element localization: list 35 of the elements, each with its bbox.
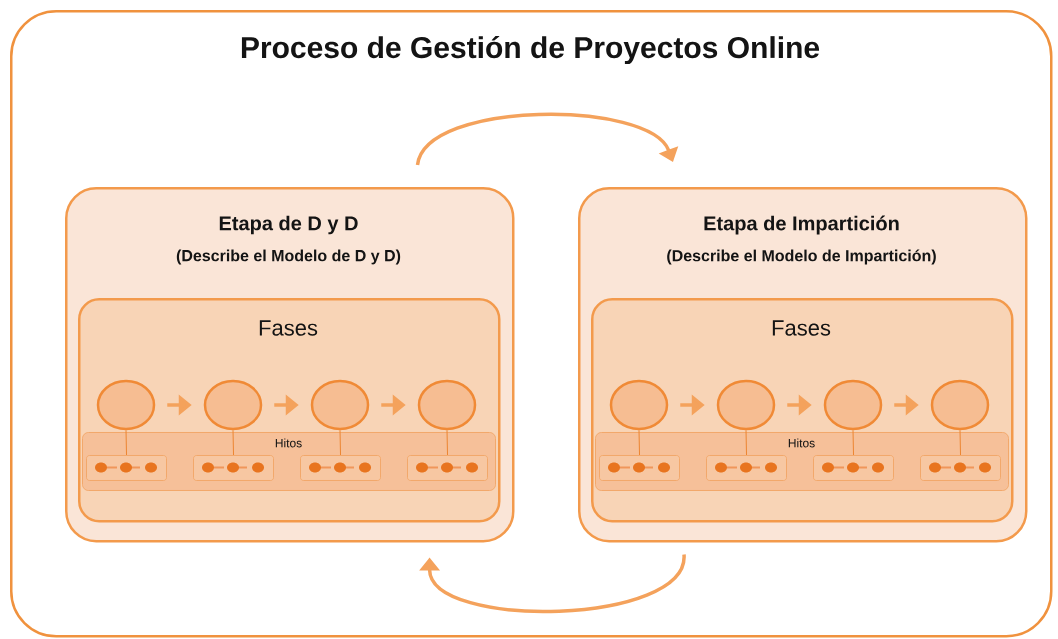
milestone-box	[86, 455, 167, 481]
stage-heading: Etapa de D y D	[219, 215, 358, 235]
phase-circle	[310, 379, 370, 431]
milestone-box	[193, 455, 274, 481]
band-label: Hitos	[788, 438, 815, 448]
connector-line	[745, 429, 747, 456]
connector-line	[638, 429, 640, 456]
band-label: Hitos	[275, 438, 302, 448]
phase-circle	[609, 379, 669, 431]
stage-subheading: (Describe el Modelo de D y D)	[176, 249, 401, 265]
milestone-box	[407, 455, 488, 481]
connector-line	[959, 429, 961, 456]
phase-circle	[823, 379, 883, 431]
milestone-box	[300, 455, 381, 481]
curved-arrow	[415, 112, 679, 166]
connector-line	[232, 429, 234, 456]
phase-circle	[930, 379, 990, 431]
phase-circle	[716, 379, 776, 431]
phase-circle	[417, 379, 477, 431]
frame-heading: Proceso de Gestión de Proyectos Online	[241, 35, 820, 65]
connector-line	[446, 429, 448, 456]
stage-heading: Etapa de Impartición	[704, 215, 899, 235]
curved-arrow	[419, 554, 686, 613]
phase-circle	[96, 379, 156, 431]
connector-line	[852, 429, 854, 456]
stage-subheading: (Describe el Modelo de Impartición)	[667, 249, 936, 265]
milestone-box	[599, 455, 680, 481]
milestone-box	[813, 455, 894, 481]
connector-line	[339, 429, 341, 456]
connector-line	[125, 429, 127, 456]
milestone-box	[706, 455, 787, 481]
phase-circle	[203, 379, 263, 431]
section-heading: Fases	[259, 320, 318, 336]
section-heading: Fases	[772, 320, 831, 336]
milestone-box	[920, 455, 1001, 481]
